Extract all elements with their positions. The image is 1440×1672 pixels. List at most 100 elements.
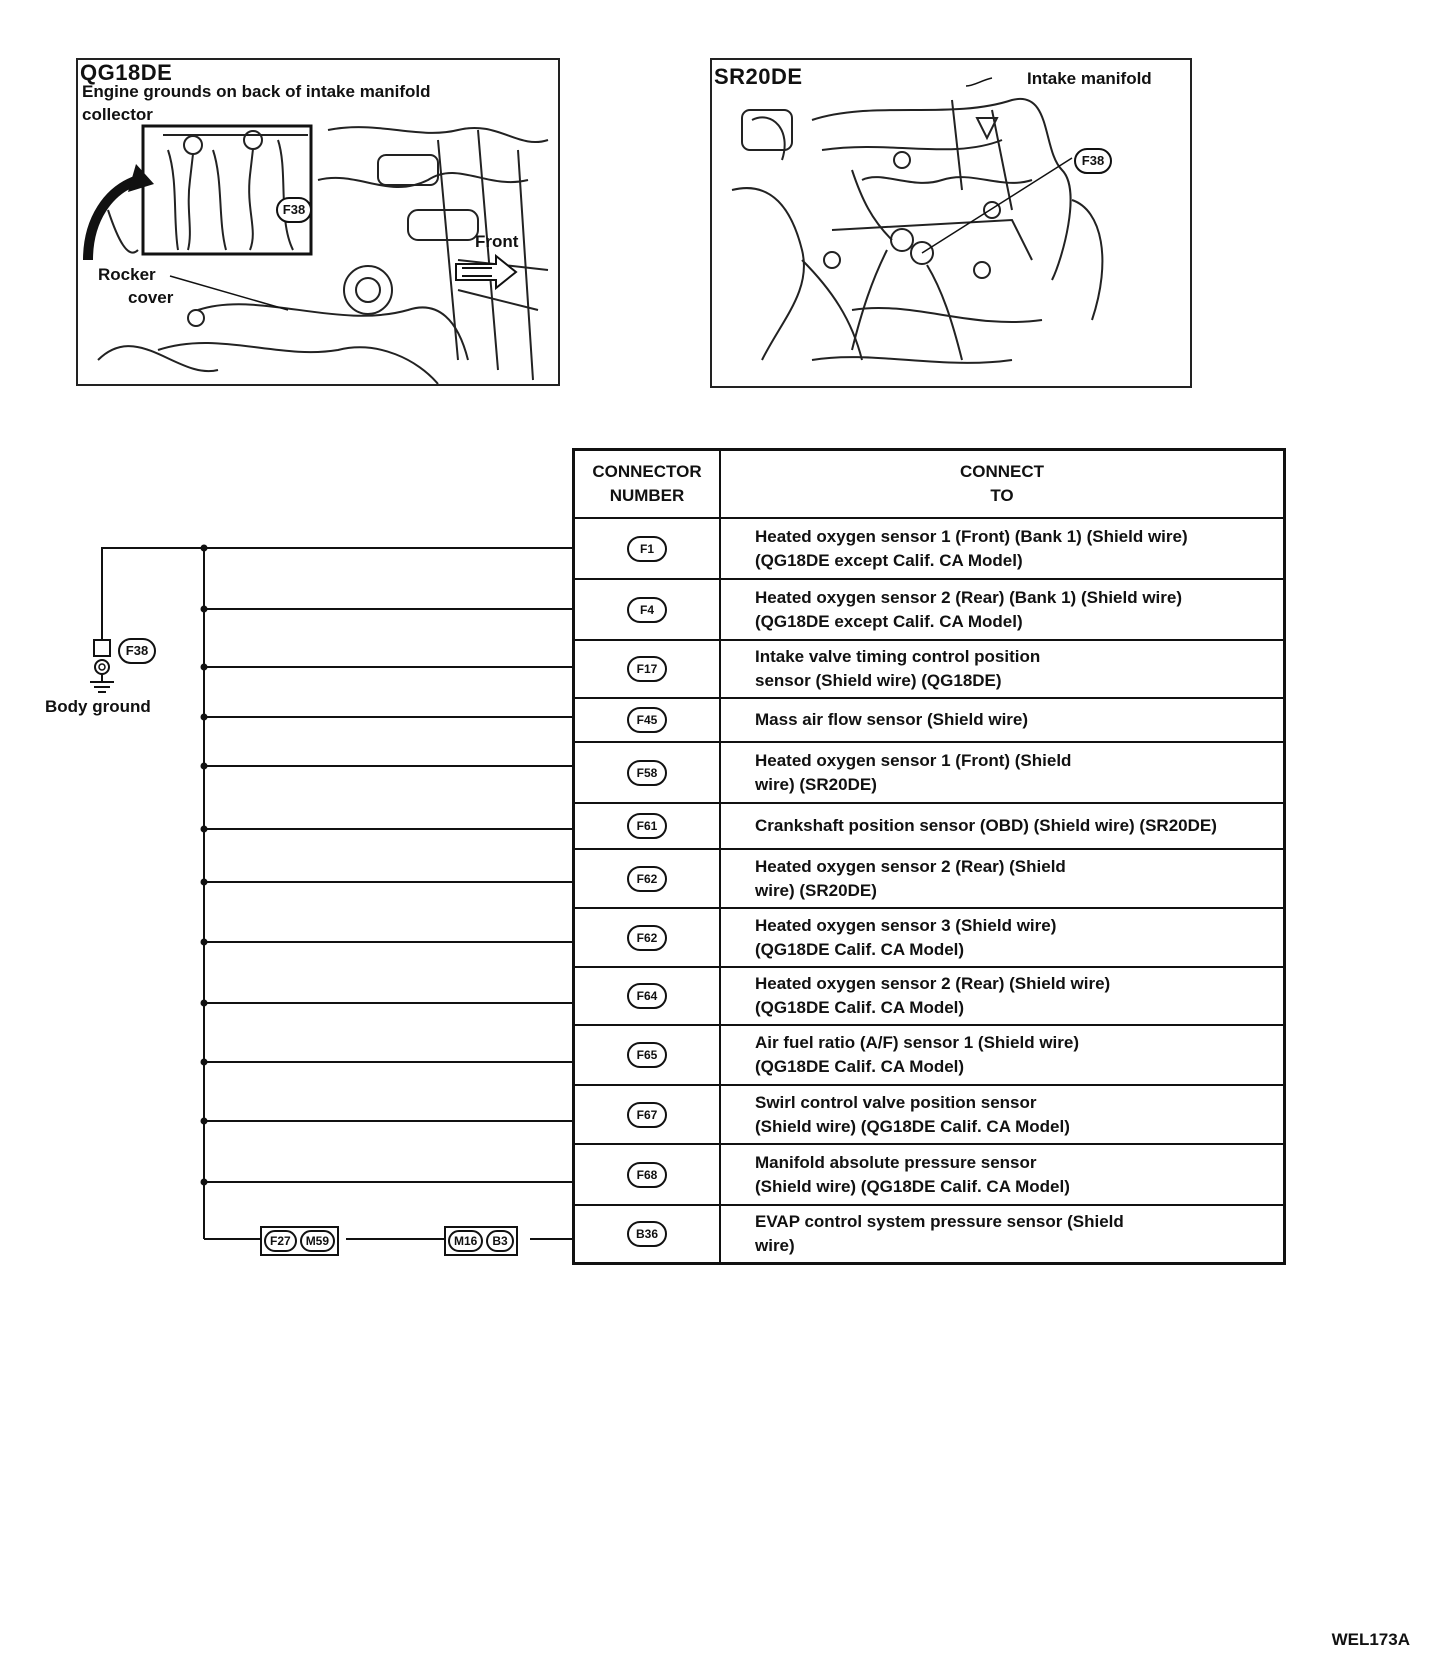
connector-f27: F27	[264, 1230, 297, 1252]
qg18de-engine-illustration	[83, 124, 549, 384]
connect-to-cell: Heated oxygen sensor 2 (Rear) (Bank 1) (…	[719, 578, 1286, 641]
connector-badge: F65	[627, 1042, 667, 1068]
table-row: F17 Intake valve timing control position…	[572, 639, 1286, 699]
connector-m59: M59	[299, 1230, 336, 1252]
sr20de-engine-illustration	[731, 77, 1104, 364]
connect-to-cell: Heated oxygen sensor 1 (Front) (Bank 1) …	[719, 517, 1286, 580]
connector-cell: B36	[572, 1204, 721, 1264]
connector-badge: B36	[627, 1220, 667, 1247]
connect-to-cell: Mass air flow sensor (Shield wire)	[719, 697, 1286, 743]
connect-to-line2: (Shield wire) (QG18DE Calif. CA Model)	[755, 1176, 1070, 1196]
connector-cell: F4	[572, 578, 721, 641]
ground-f38-badge: F38	[118, 638, 156, 664]
connect-to-cell: Intake valve timing control position sens…	[719, 639, 1286, 699]
connector-badge: F64	[627, 983, 667, 1009]
connector-badge: F67	[627, 1101, 667, 1128]
connect-to-line2: wire)	[755, 1235, 795, 1255]
connector-cell: F58	[572, 741, 721, 804]
connector-badge: F45	[627, 707, 667, 733]
connect-to-line2: sensor (Shield wire) (QG18DE)	[755, 671, 1002, 690]
connect-to-line1: Heated oxygen sensor 1 (Front) (Shield	[755, 750, 1072, 770]
inline-connector-m16-b3: M16 B3	[444, 1226, 518, 1256]
table-row: F1 Heated oxygen sensor 1 (Front) (Bank …	[572, 517, 1286, 580]
connect-to-cell: Manifold absolute pressure sensor (Shield…	[719, 1143, 1286, 1206]
header-col1-line2: NUMBER	[609, 486, 685, 505]
connector-cell: F62	[572, 907, 721, 968]
qg18de-title: QG18DE	[80, 60, 173, 85]
table-row: F45 Mass air flow sensor (Shield wire)	[572, 697, 1286, 743]
sr20de-title: SR20DE	[714, 64, 803, 89]
header-col1-line1: CONNECTOR	[592, 462, 702, 481]
table-row: F67 Swirl control valve position sensor (…	[572, 1084, 1286, 1145]
connector-cell: F62	[572, 848, 721, 909]
connect-to-line1: Manifold absolute pressure sensor	[755, 1152, 1037, 1172]
connector-badge: F1	[627, 535, 667, 562]
connect-to-line2: wire) (SR20DE)	[755, 880, 877, 900]
connect-to-line2: (QG18DE Calif. CA Model)	[755, 1057, 965, 1076]
connect-to-line1: Heated oxygen sensor 2 (Rear) (Bank 1) (…	[755, 587, 1183, 607]
qg18de-rocker-line2: cover	[128, 288, 174, 307]
header-connector-number: CONNECTOR NUMBER	[572, 448, 721, 519]
table-row: F62 Heated oxygen sensor 3 (Shield wire)…	[572, 907, 1286, 968]
table-row: F65 Air fuel ratio (A/F) sensor 1 (Shiel…	[572, 1024, 1286, 1086]
reference-code: WEL173A	[1331, 1630, 1410, 1649]
connect-to-cell: Heated oxygen sensor 3 (Shield wire) (QG1…	[719, 907, 1286, 968]
connector-cell: F67	[572, 1084, 721, 1145]
qg18de-caption-line2: collector	[82, 105, 153, 124]
table-row: B36 EVAP control system pressure sensor …	[572, 1204, 1286, 1264]
connector-badge: F17	[627, 656, 667, 682]
table-row: F62 Heated oxygen sensor 2 (Rear) (Shiel…	[572, 848, 1286, 909]
body-ground-label: Body ground	[45, 697, 151, 716]
connector-badge: F62	[627, 865, 667, 892]
connector-badge: F61	[627, 813, 667, 839]
qg18de-front-label: Front	[475, 232, 519, 251]
connect-to-line1: Heated oxygen sensor 3 (Shield wire)	[755, 915, 1057, 935]
connect-to-line2: (QG18DE Calif. CA Model)	[755, 939, 965, 959]
connect-to-cell: Crankshaft position sensor (OBD) (Shield…	[719, 802, 1286, 850]
connector-cell: F17	[572, 639, 721, 699]
qg18de-figure: QG18DE Engine grounds on back of intake …	[76, 58, 560, 386]
connect-to-line2: (QG18DE except Calif. CA Model)	[755, 611, 1023, 631]
inline-connector-f27-m59: F27 M59	[260, 1226, 340, 1256]
sr20de-figure: SR20DE Intake manifold F38	[710, 58, 1192, 388]
header-col2-line1: CONNECT	[959, 462, 1045, 481]
connector-badge: F4	[627, 596, 667, 623]
connector-badge: F58	[627, 759, 667, 786]
table-header-row: CONNECTOR NUMBER CONNECT TO	[572, 448, 1286, 519]
table-row: F58 Heated oxygen sensor 1 (Front) (Shie…	[572, 741, 1286, 804]
connect-to-line1: Swirl control valve position sensor	[755, 1092, 1037, 1112]
connect-to-cell: Heated oxygen sensor 1 (Front) (Shield wi…	[719, 741, 1286, 804]
connector-badge: F62	[627, 924, 667, 951]
connector-b3: B3	[486, 1230, 514, 1252]
connect-to-line1: Mass air flow sensor (Shield wire)	[755, 710, 1029, 729]
connect-to-cell: Heated oxygen sensor 2 (Rear) (Shield wir…	[719, 848, 1286, 909]
connect-to-line1: Crankshaft position sensor (OBD) (Shield…	[755, 816, 1217, 835]
connector-cell: F45	[572, 697, 721, 743]
connect-to-line2: wire) (SR20DE)	[755, 774, 877, 794]
connect-to-cell: Heated oxygen sensor 2 (Rear) (Shield wi…	[719, 966, 1286, 1026]
header-col2-line2: TO	[990, 486, 1014, 505]
connect-to-line2: (Shield wire) (QG18DE Calif. CA Model)	[755, 1116, 1070, 1136]
connect-to-line2: (QG18DE except Calif. CA Model)	[755, 550, 1023, 570]
sr20de-f38-badge: F38	[1074, 148, 1112, 174]
connector-cell: F61	[572, 802, 721, 850]
table-row: F68 Manifold absolute pressure sensor (Sh…	[572, 1143, 1286, 1206]
connector-m16: M16	[448, 1230, 484, 1252]
connect-to-cell: EVAP control system pressure sensor (Shi…	[719, 1204, 1286, 1264]
table-row: F64 Heated oxygen sensor 2 (Rear) (Shiel…	[572, 966, 1286, 1026]
connect-to-line1: Heated oxygen sensor 1 (Front) (Bank 1) …	[755, 526, 1188, 546]
sr20de-manifold-label: Intake manifold	[1027, 69, 1152, 88]
connect-to-line1: Air fuel ratio (A/F) sensor 1 (Shield wi…	[755, 1033, 1079, 1052]
connector-cell: F68	[572, 1143, 721, 1206]
connect-to-cell: Swirl control valve position sensor (Shie…	[719, 1084, 1286, 1145]
table-row: F61 Crankshaft position sensor (OBD) (Sh…	[572, 802, 1286, 850]
connect-to-line1: Heated oxygen sensor 2 (Rear) (Shield	[755, 856, 1066, 876]
qg18de-f38-badge: F38	[276, 197, 312, 223]
connector-cell: F65	[572, 1024, 721, 1086]
connect-to-line1: Intake valve timing control position	[755, 647, 1041, 666]
header-connect-to: CONNECT TO	[719, 448, 1286, 519]
connector-cell: F64	[572, 966, 721, 1026]
table-row: F4 Heated oxygen sensor 2 (Rear) (Bank 1…	[572, 578, 1286, 641]
connect-to-line1: EVAP control system pressure sensor (Shi…	[755, 1211, 1124, 1231]
